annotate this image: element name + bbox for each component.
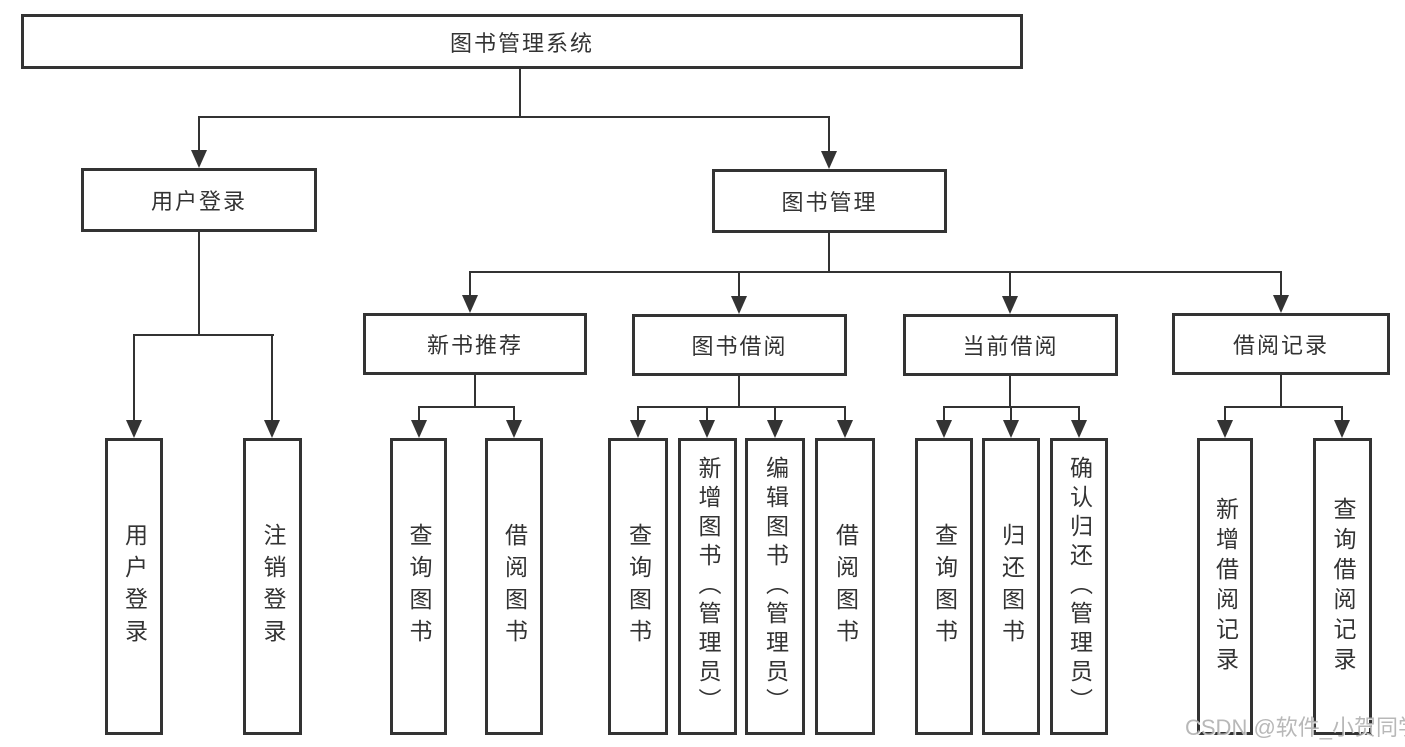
leaf-borrow-edit-book-admin-label: 编辑图书（管理员） — [762, 456, 789, 717]
leaf-current-query-book-label: 查询图书 — [931, 522, 958, 651]
connector-line — [133, 334, 135, 432]
leaf-record-add: 新增借阅记录 — [1197, 438, 1253, 735]
connector-line — [271, 334, 273, 432]
node-root: 图书管理系统 — [21, 14, 1023, 69]
node-borrow-record: 借阅记录 — [1172, 313, 1390, 375]
connector-line — [513, 406, 515, 432]
connector-line — [198, 116, 830, 118]
connector-line — [198, 116, 200, 152]
connector-line — [738, 376, 740, 407]
connector-line — [1010, 406, 1012, 432]
arrow-down-icon — [1217, 420, 1233, 438]
leaf-newbook-borrow-book-label: 借阅图书 — [501, 522, 528, 651]
leaf-borrow-borrow-book-label: 借阅图书 — [832, 522, 859, 651]
arrow-down-icon — [1334, 420, 1350, 438]
node-book-borrow-label: 图书借阅 — [691, 334, 788, 359]
arrow-down-icon — [731, 296, 747, 314]
arrow-down-icon — [699, 420, 715, 438]
connector-line — [1224, 406, 1343, 408]
node-current-borrow-label: 当前借阅 — [962, 334, 1059, 359]
connector-line — [844, 406, 846, 432]
node-new-book-recommend-label: 新书推荐 — [426, 333, 523, 358]
connector-line — [828, 233, 830, 271]
leaf-record-query: 查询借阅记录 — [1313, 438, 1372, 735]
arrow-down-icon — [767, 420, 783, 438]
leaf-borrow-query-book-label: 查询图书 — [625, 522, 652, 651]
node-book-borrow: 图书借阅 — [632, 314, 847, 376]
leaf-logout: 注销登录 — [243, 438, 302, 735]
connector-line — [198, 232, 200, 335]
connector-line — [418, 406, 420, 432]
leaf-borrow-add-book-admin-label: 新增图书（管理员） — [695, 456, 721, 717]
csdn-watermark: CSDN @软件_小贺同学 — [1185, 715, 1405, 740]
node-root-label: 图书管理系统 — [449, 30, 594, 56]
connector-line — [1280, 375, 1282, 407]
connector-line — [1009, 271, 1011, 308]
arrow-down-icon — [821, 151, 837, 169]
connector-line — [1224, 406, 1226, 432]
node-borrow-record-label: 借阅记录 — [1232, 333, 1329, 358]
arrow-down-icon — [837, 420, 853, 438]
arrow-down-icon — [191, 150, 207, 168]
connector-line — [519, 69, 521, 117]
leaf-borrow-edit-book-admin: 编辑图书（管理员） — [745, 438, 805, 735]
leaf-current-confirm-return-admin-label: 确认归还（管理员） — [1066, 456, 1093, 717]
arrow-down-icon — [1002, 296, 1018, 314]
arrow-down-icon — [1071, 420, 1087, 438]
node-new-book-recommend: 新书推荐 — [363, 313, 587, 375]
connector-line — [637, 406, 846, 408]
connector-line — [774, 406, 776, 432]
leaf-record-add-label: 新增借阅记录 — [1212, 496, 1239, 677]
connector-line — [706, 406, 708, 432]
connector-line — [637, 406, 639, 432]
node-book-management-label: 图书管理 — [781, 190, 878, 215]
leaf-logout-label: 注销登录 — [260, 522, 286, 651]
leaf-user-login: 用户登录 — [105, 438, 163, 735]
leaf-borrow-borrow-book: 借阅图书 — [815, 438, 875, 735]
leaf-borrow-add-book-admin: 新增图书（管理员） — [678, 438, 737, 735]
arrow-down-icon — [506, 420, 522, 438]
leaf-current-query-book: 查询图书 — [915, 438, 973, 735]
leaf-borrow-query-book: 查询图书 — [608, 438, 668, 735]
node-user-login: 用户登录 — [81, 168, 317, 232]
leaf-newbook-query-book-label: 查询图书 — [406, 522, 432, 651]
connector-line — [1280, 271, 1282, 307]
arrow-down-icon — [264, 420, 280, 438]
connector-line — [469, 271, 1282, 273]
connector-line — [1341, 406, 1343, 432]
node-current-borrow: 当前借阅 — [903, 314, 1118, 376]
leaf-record-query-label: 查询借阅记录 — [1330, 496, 1356, 677]
connector-line — [469, 271, 471, 307]
arrow-down-icon — [411, 420, 427, 438]
leaf-current-confirm-return-admin: 确认归还（管理员） — [1050, 438, 1108, 735]
leaf-current-return-book-label: 归还图书 — [998, 522, 1025, 651]
connector-line — [738, 271, 740, 308]
connector-line — [474, 375, 476, 407]
arrow-down-icon — [126, 420, 142, 438]
connector-line — [1078, 406, 1080, 432]
arrow-down-icon — [630, 420, 646, 438]
connector-line — [418, 406, 515, 408]
arrow-down-icon — [936, 420, 952, 438]
node-user-login-label: 用户登录 — [150, 189, 247, 214]
leaf-user-login-label: 用户登录 — [121, 522, 148, 651]
leaf-newbook-query-book: 查询图书 — [390, 438, 447, 735]
arrow-down-icon — [462, 295, 478, 313]
connector-line — [943, 406, 945, 432]
arrow-down-icon — [1273, 295, 1289, 313]
connector-line — [828, 116, 830, 153]
arrow-down-icon — [1003, 420, 1019, 438]
connector-line — [1009, 376, 1011, 407]
leaf-current-return-book: 归还图书 — [982, 438, 1040, 735]
node-book-management: 图书管理 — [712, 169, 947, 233]
leaf-newbook-borrow-book: 借阅图书 — [485, 438, 543, 735]
connector-line — [133, 334, 274, 336]
